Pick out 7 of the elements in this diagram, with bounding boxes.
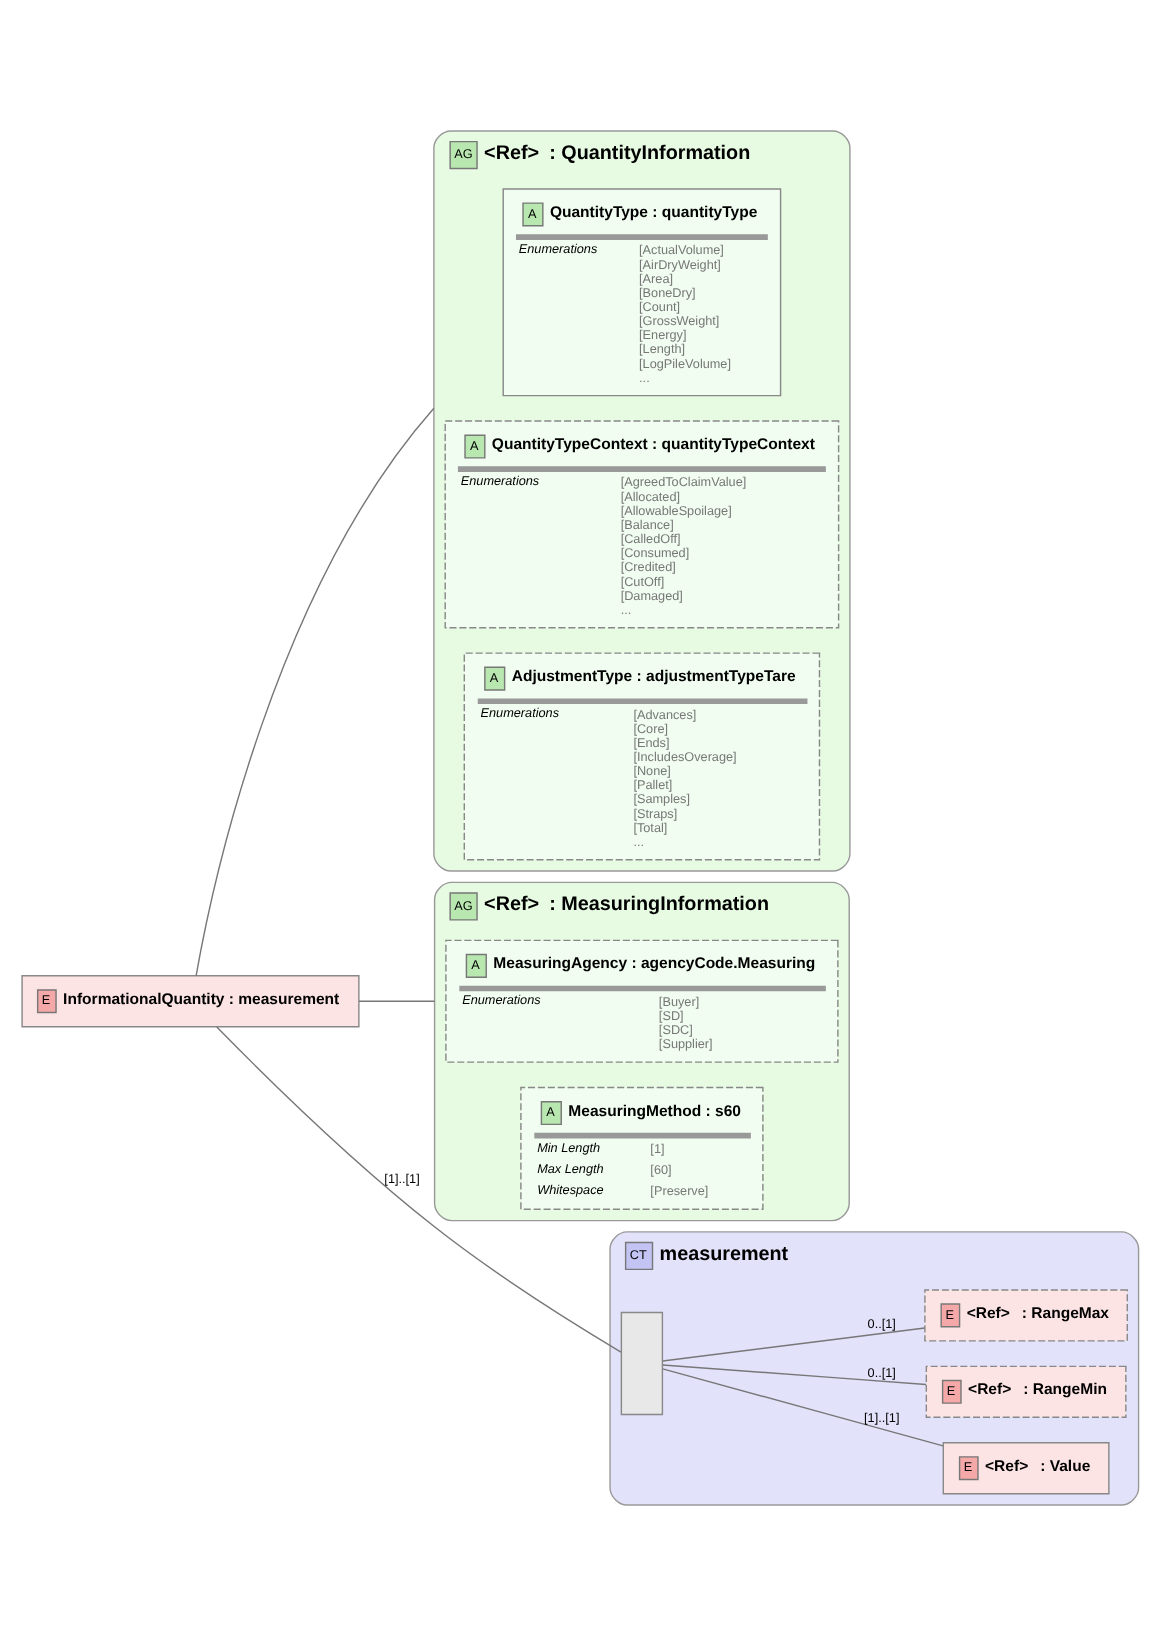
connector <box>662 1327 926 1362</box>
connector <box>358 1000 436 1002</box>
node-box <box>620 1311 664 1416</box>
connector <box>195 407 435 977</box>
connector <box>662 1364 927 1386</box>
connector <box>216 1026 622 1353</box>
connector <box>662 1368 944 1447</box>
